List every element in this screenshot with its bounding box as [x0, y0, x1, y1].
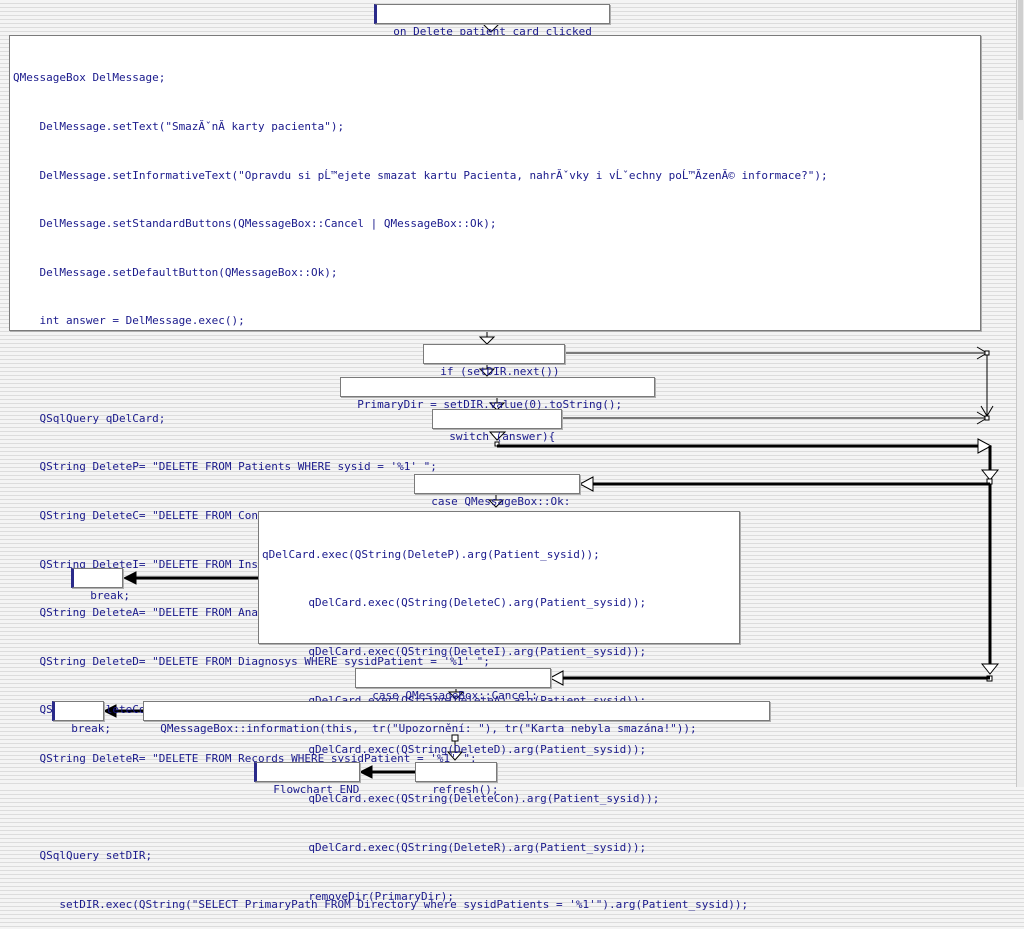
arrow-ok-to-break — [122, 571, 258, 585]
code-line: qDelCard.exec(QString(DeleteR).arg(Patie… — [262, 840, 647, 854]
information-node[interactable]: QMessageBox::information(this, tr("Upozo… — [143, 701, 770, 735]
arrow-title-to-main — [481, 23, 501, 33]
switch-dispatch — [488, 431, 1000, 686]
if-node-text: if (setDIR.next()) — [440, 365, 560, 378]
flow-connectors — [102, 23, 1000, 779]
if-false-branch — [563, 346, 994, 425]
case-ok-node[interactable]: case QMessageBox::Ok: — [414, 474, 580, 508]
code-line: DelMessage.setStandardButtons(QMessageBo… — [13, 217, 497, 231]
vertical-scrollbar[interactable] — [1016, 0, 1024, 787]
code-line: QString DeleteD= "DELETE FROM Diagnosys … — [13, 654, 490, 668]
switch-node-text: switch (answer){ — [449, 430, 556, 443]
arrow-main-to-if — [478, 331, 496, 345]
code-line: QString DeleteP= "DELETE FROM Patients W… — [13, 460, 437, 474]
case-cancel-node[interactable]: case QMessageBox::Cancel: — [355, 668, 551, 702]
case-ok-text: case QMessageBox::Ok: — [431, 495, 571, 508]
arrow-primary-to-switch — [488, 397, 506, 411]
code-line: QMessageBox DelMessage; — [13, 71, 166, 85]
break-text: break; — [71, 722, 111, 735]
code-line: qDelCard.exec(QString(DeleteD).arg(Patie… — [262, 743, 647, 757]
code-line: removeDir(PrimaryDir); — [262, 889, 455, 903]
ok-code-block[interactable]: qDelCard.exec(QString(DeleteP).arg(Patie… — [258, 511, 740, 903]
scrollbar-thumb[interactable] — [1018, 0, 1023, 120]
code-line: int answer = DelMessage.exec(); — [13, 314, 245, 328]
break-node-cancel[interactable]: break; — [52, 701, 111, 735]
information-text: QMessageBox::information(this, tr("Upozo… — [160, 722, 697, 735]
code-line: QString DeleteR= "DELETE FROM Records WH… — [13, 751, 477, 765]
primary-dir-text: PrimaryDir = setDIR.value(0).toString(); — [357, 398, 623, 411]
break-text: break; — [90, 589, 130, 602]
arrow-merge-to-refresh — [446, 734, 464, 761]
code-line: DelMessage.setDefaultButton(QMessageBox:… — [13, 265, 338, 279]
function-title[interactable]: on_Delete_patient_card_clicked — [374, 4, 610, 38]
code-line: qDelCard.exec(QString(DeleteI).arg(Patie… — [262, 645, 647, 659]
flowchart-end-node[interactable]: Flowchart END — [254, 762, 360, 796]
if-node[interactable]: if (setDIR.next()) — [423, 344, 565, 378]
switch-node[interactable]: switch (answer){ — [432, 409, 562, 443]
case-cancel-text: case QMessageBox::Cancel: — [372, 689, 538, 702]
refresh-text: refresh(); — [432, 783, 499, 796]
break-node-ok[interactable]: break; — [71, 568, 130, 602]
arrow-cancel-to-info — [447, 688, 465, 700]
code-line: DelMessage.setInformativeText("Opravdu s… — [13, 168, 828, 182]
code-line: QSqlQuery qDelCard; — [13, 411, 166, 425]
function-title-text: on_Delete_patient_card_clicked — [393, 25, 592, 38]
refresh-node[interactable]: refresh(); — [415, 762, 498, 796]
arrow-refresh-to-end — [358, 765, 415, 779]
code-line: qDelCard.exec(QString(DeleteC).arg(Patie… — [262, 596, 647, 610]
arrow-if-to-primary — [478, 363, 496, 377]
arrow-caseok-to-block — [487, 494, 505, 508]
main-code-block[interactable]: QMessageBox DelMessage; DelMessage.setTe… — [9, 35, 981, 911]
arrow-info-to-break — [102, 704, 143, 718]
flowchart-end-text: Flowchart END — [273, 783, 360, 796]
primary-dir-node[interactable]: PrimaryDir = setDIR.value(0).toString(); — [340, 377, 655, 411]
code-line: DelMessage.setText("SmazĂˇnĂ­ karty paci… — [13, 120, 345, 134]
code-line: qDelCard.exec(QString(DeleteP).arg(Patie… — [262, 547, 600, 561]
